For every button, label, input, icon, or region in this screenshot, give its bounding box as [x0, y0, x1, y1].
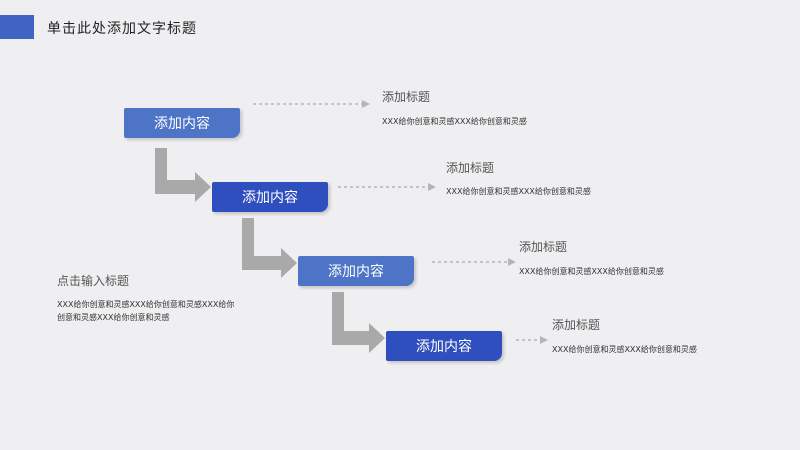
step-note-title-4: 添加标题	[552, 318, 601, 332]
step-box-3: 添加内容	[298, 256, 414, 286]
dashed-arrow-head-4	[540, 336, 548, 344]
step-note-desc-3: XXX给你创意和灵感XXX给你创意和灵感	[519, 267, 664, 276]
page-title: 单击此处添加文字标题	[47, 21, 197, 37]
step-note-desc-1: XXX给你创意和灵感XXX给你创意和灵感	[382, 117, 527, 126]
step-box-2: 添加内容	[212, 182, 328, 212]
elbow-arrow-2	[242, 218, 297, 278]
step-box-4: 添加内容	[386, 331, 502, 361]
side-note-desc: XXX给你创意和灵感XXX给你创意和灵感XXX给你创意和灵感XXX给你创意和灵感	[57, 300, 235, 322]
step-note-desc-4: XXX给你创意和灵感XXX给你创意和灵感	[552, 345, 697, 354]
elbow-arrow-3	[332, 292, 385, 353]
step-note-title-1: 添加标题	[382, 90, 431, 104]
dashed-arrow-head-2	[428, 183, 436, 191]
side-note-title: 点击输入标题	[57, 274, 130, 288]
dashed-arrow-head-1	[362, 100, 370, 108]
step-note-title-3: 添加标题	[519, 240, 568, 254]
step-note-desc-2: XXX给你创意和灵感XXX给你创意和灵感	[446, 187, 591, 196]
step-box-1: 添加内容	[124, 108, 240, 138]
dashed-arrow-head-3	[508, 258, 516, 266]
step-note-title-2: 添加标题	[446, 161, 495, 175]
title-accent-bar	[0, 15, 34, 39]
elbow-arrow-1	[155, 148, 211, 202]
